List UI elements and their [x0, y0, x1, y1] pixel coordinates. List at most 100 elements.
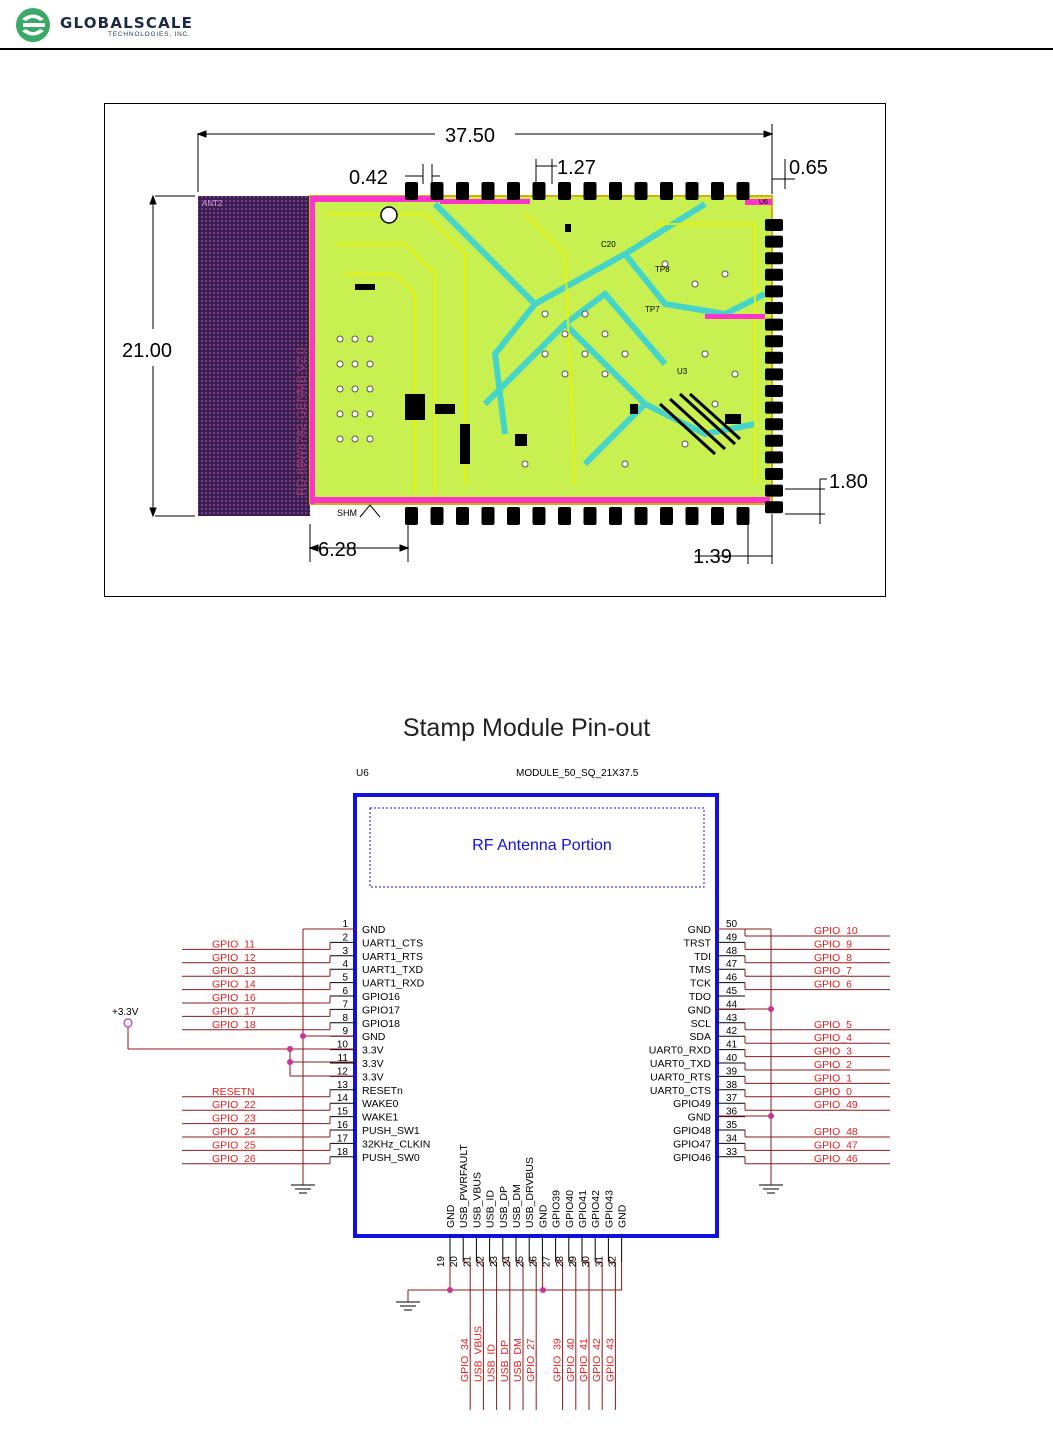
net-label: USB_DM [512, 1338, 524, 1382]
pcb-pad [765, 351, 783, 364]
antenna-portion-label: RF Antenna Portion [472, 837, 612, 854]
pin-number: 37 [726, 1093, 738, 1104]
pin-name: GPIO46 [673, 1152, 711, 1164]
antenna-portion-box [369, 807, 705, 888]
net-label: GPIO_13 [212, 965, 256, 977]
pin-name: TDO [689, 991, 711, 1003]
pin-name: GPIO18 [362, 1018, 400, 1030]
net-label: GPIO_10 [814, 925, 858, 937]
pin-name: GPIO42 [590, 1190, 602, 1228]
pin-number: 23 [489, 1256, 500, 1268]
power-label: +3.3V [112, 1007, 139, 1018]
pinout-title: Stamp Module Pin-out [402, 714, 651, 742]
pcb-pad [507, 182, 520, 200]
pcb-pad [765, 285, 783, 298]
pin-number: 50 [726, 919, 738, 930]
pcb-pad [430, 507, 444, 525]
silk-tp7-label: TP7 [645, 305, 660, 314]
net-label: GPIO_27 [525, 1338, 537, 1382]
pcb-pad [765, 368, 783, 381]
pin-name: GPIO41 [577, 1190, 589, 1228]
pin-number: 48 [726, 946, 738, 957]
pin-number: 25 [515, 1256, 526, 1268]
pcb-pad [532, 182, 546, 200]
net-label: GPIO_18 [212, 1019, 256, 1031]
pin-number: 34 [726, 1133, 738, 1144]
net-label: GPIO_6 [814, 979, 852, 991]
pin-name: GND [688, 1004, 712, 1016]
net-label: GPIO_14 [212, 979, 256, 991]
net-label: RESETN [212, 1086, 255, 1098]
pin-name: PUSH_SW1 [362, 1125, 420, 1137]
pin-name: UART0_TXD [650, 1058, 711, 1070]
schematic-drawing: U6 MODULE_50_SQ_21X37.5 RF Antenna Porti… [112, 768, 890, 1410]
pin-name: TRST [684, 937, 712, 949]
pcb-pad [634, 182, 648, 200]
pcb-pad [583, 507, 597, 525]
net-label: GPIO_16 [212, 992, 256, 1004]
net-label: GPIO_4 [814, 1032, 852, 1044]
pin-name: GND [688, 924, 712, 936]
pin-number: 39 [726, 1066, 738, 1077]
pcb-pad [711, 182, 724, 200]
pin-number: 19 [436, 1256, 447, 1268]
net-label: GPIO_23 [212, 1113, 256, 1125]
pin-number: 49 [726, 932, 738, 943]
pcb-pad [765, 252, 783, 265]
pin-name: GPIO43 [603, 1190, 615, 1228]
right-pin: 50 GND GPIO_10 [688, 919, 890, 937]
pin-name: GND [445, 1204, 457, 1228]
pin-number: 17 [337, 1133, 349, 1144]
pin-number: 26 [528, 1256, 539, 1268]
pcb-pad [765, 318, 783, 331]
pcb-pad [765, 418, 783, 431]
pin-number: 22 [476, 1256, 487, 1268]
net-label: GPIO_12 [212, 952, 256, 964]
net-label: GPIO_2 [814, 1059, 852, 1071]
globalscale-logo-icon [16, 8, 50, 42]
pin-number: 45 [726, 986, 738, 997]
silk-ant-label: ANT2 [202, 199, 223, 208]
pcb-pad [765, 302, 783, 314]
pcb-pad [481, 507, 495, 525]
module-part: MODULE_50_SQ_21X37.5 [516, 768, 639, 779]
dim-corner-offset: 1.39 [693, 546, 732, 568]
pcb-pads-top [405, 182, 750, 200]
pin-name: 3.3V [362, 1045, 384, 1057]
pcb-pad [430, 182, 444, 200]
ground-symbol-left-icon [291, 1184, 315, 1194]
net-label: GPIO_26 [212, 1153, 256, 1165]
pcb-pad [711, 507, 724, 525]
power-symbol-icon [123, 1018, 133, 1028]
pin-number: 5 [342, 973, 348, 984]
net-label: GPIO_39 [552, 1338, 564, 1382]
net-label: USB_DP [499, 1340, 511, 1382]
pin-number: 40 [726, 1053, 738, 1064]
pin-name: PUSH_SW0 [362, 1152, 420, 1164]
pin-number: 12 [337, 1066, 349, 1077]
pin-name: USB_DM [511, 1184, 523, 1228]
pcb-pads-bottom [405, 507, 750, 525]
net-label: GPIO_5 [814, 1019, 852, 1031]
silk-c20-label: C20 [601, 240, 616, 249]
pin-name: USB_VBUS [471, 1172, 483, 1228]
dim-antenna: 6.28 [318, 539, 357, 561]
pin-number: 18 [337, 1147, 349, 1158]
